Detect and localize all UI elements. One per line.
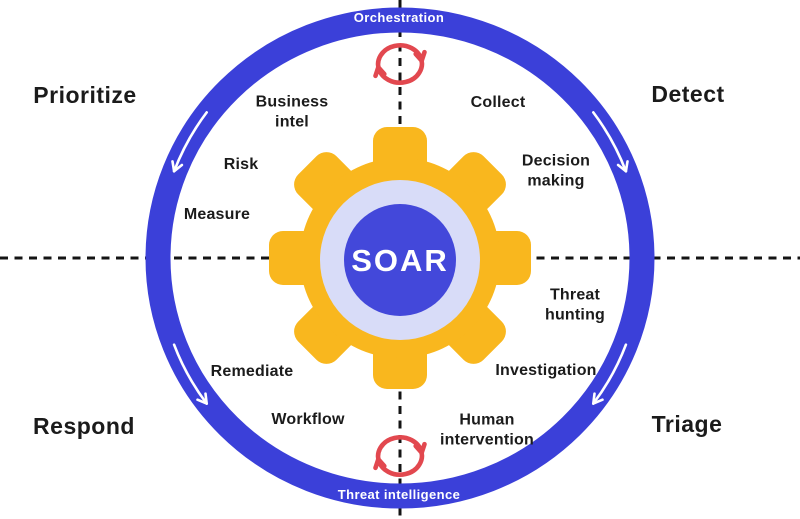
- ring-arrow-upper-right-icon: [592, 111, 629, 173]
- inner-label-investigation: Investigation: [495, 362, 597, 380]
- ring-bottom-label: Threat intelligence: [337, 487, 461, 503]
- inner-label-measure: Measure: [183, 206, 251, 224]
- ring-top-label: Orchestration: [353, 10, 445, 26]
- inner-label-decision-making: Decision making: [521, 152, 591, 189]
- inner-label-collect: Collect: [470, 94, 526, 112]
- center-label: SOAR: [351, 243, 449, 279]
- quadrant-label-prioritize: Prioritize: [33, 81, 137, 108]
- quadrant-label-triage: Triage: [651, 410, 723, 437]
- sync-icon-bottom: [373, 435, 427, 477]
- inner-label-threat-hunting: Threat hunting: [544, 286, 606, 323]
- inner-label-human-intervention: Human intervention: [440, 411, 534, 448]
- sync-icon-top: [373, 43, 427, 85]
- sync-icons: [373, 43, 427, 477]
- inner-label-workflow: Workflow: [271, 411, 345, 429]
- center-circle: [344, 204, 456, 316]
- quadrant-label-respond: Respond: [33, 412, 135, 439]
- ring-arrow-upper-left-icon: [171, 111, 208, 173]
- gear-icon: [269, 127, 531, 389]
- inner-label-remediate: Remediate: [210, 363, 294, 381]
- inner-label-risk: Risk: [223, 156, 259, 174]
- inner-label-business-intel: Business intel: [255, 93, 329, 130]
- ring-flow-arrows: [171, 111, 629, 405]
- cycle-ring: [145, 7, 655, 509]
- ring-arrow-lower-left-icon: [172, 343, 208, 405]
- quadrant-label-detect: Detect: [651, 80, 725, 107]
- ring-arrow-lower-right-icon: [592, 343, 628, 405]
